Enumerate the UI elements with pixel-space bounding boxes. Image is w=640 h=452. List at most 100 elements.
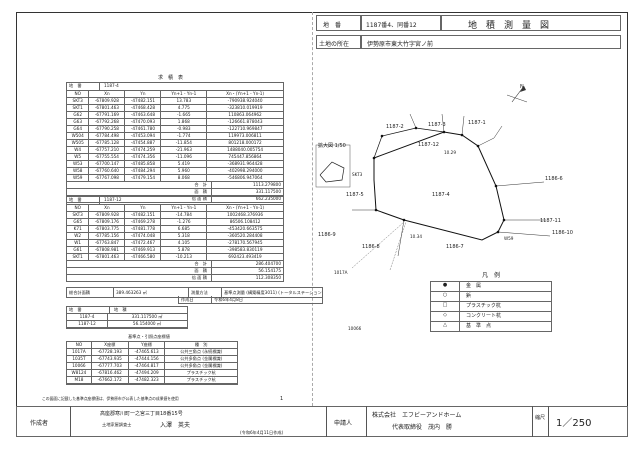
points-cell: 10066 xyxy=(67,363,92,369)
footnote: この図面に記載した基準点座標値は、伊勢原市が公表した基準点の成果値を使用 xyxy=(42,396,179,401)
area-calc-title: 求 積 表 xyxy=(158,75,184,81)
table-cell: -323810.019919 xyxy=(227,105,263,110)
footer xyxy=(16,406,628,437)
inset-box xyxy=(315,144,351,188)
north-label: N xyxy=(520,84,524,90)
table-cell: -47468.428 xyxy=(125,105,162,111)
legend-symbol-icon: ◇ xyxy=(431,312,460,321)
legend-symbol-icon: □ xyxy=(431,302,460,311)
table-cell: 5.960 xyxy=(161,168,208,174)
table-cell: -47484.294 xyxy=(125,168,162,174)
lot-summary-header-area: 地 積 xyxy=(114,307,127,312)
lot-summary-row: 1187-4 331.117500 ㎡ xyxy=(67,314,187,321)
legend-symbol-icon: ● xyxy=(431,282,460,291)
table-cell: -14.784 xyxy=(161,212,208,218)
lot-summary-area: 331.117500 ㎡ xyxy=(131,314,163,319)
table-cell: -47485.858 xyxy=(125,161,162,167)
legend-label: 金 属 xyxy=(466,283,482,289)
table-cell: SKT1 xyxy=(67,105,90,111)
points-cell: -47464.817 xyxy=(129,363,166,369)
lot-summary-header-lot: 地 番 xyxy=(67,307,110,313)
table2-double-value: 112.308350 xyxy=(255,275,281,280)
table-cell: -47453.094 xyxy=(125,133,162,139)
table-cell: 4.775 xyxy=(161,105,208,111)
distance-label: 10.34 xyxy=(410,234,422,239)
location-label-cell: 土地の所在 xyxy=(316,35,361,49)
table2-double-label: 倍 面 積 xyxy=(67,275,212,281)
distance-label: 10.29 xyxy=(444,150,456,155)
location-label: 土地の所在 xyxy=(319,41,350,48)
lot-label-1187-1: 1187-1 xyxy=(468,120,486,126)
table-cell: -67763.847 xyxy=(89,240,126,246)
points-cell: 公共三角点 (永続標識) xyxy=(180,349,223,354)
date-value: 令和6年4月8日 xyxy=(214,297,243,302)
table1-total-label: 合 計 xyxy=(67,182,212,188)
points-cell: 公共多角点 (金属標識) xyxy=(180,356,223,361)
lot-summary-area: 56.154000 ㎡ xyxy=(132,321,162,326)
lot-value-cell: 1187番4、同番12 xyxy=(361,15,441,31)
points-cell: 1017A xyxy=(67,349,92,355)
column-header: Yn xyxy=(125,205,162,211)
table-cell: G62 xyxy=(67,112,90,118)
table-cell: 86506.108412 xyxy=(229,219,261,224)
method-value: 基準点測量 (構築精度3011) (トータルステーション) xyxy=(224,290,322,295)
column-header: Xn・(Yn+1 - Yn-1) xyxy=(226,205,265,210)
table1-area-label: 面 積 xyxy=(67,189,212,195)
points-cell: 公共多角点 (金属標識) xyxy=(180,363,223,368)
points-cell: -47444.156 xyxy=(129,356,166,362)
points-cell: -47482.323 xyxy=(129,377,166,383)
table-cell: 692423.493419 xyxy=(228,254,262,259)
table2-area-label: 面 積 xyxy=(67,268,212,274)
table-cell: -47470.093 xyxy=(125,119,162,125)
legend-item: ● 金 属 xyxy=(431,282,551,292)
table-cell: -47469.913 xyxy=(125,247,162,253)
legend-item: □ プラスチック杭 xyxy=(431,302,551,312)
parcel-1187-12 xyxy=(373,127,445,159)
table-row: G64-67790.258-47461.780-0.983-122710.969… xyxy=(66,126,284,133)
legend-item: △基 準 点 xyxy=(431,322,551,331)
table-cell: -278170.567945 xyxy=(227,240,263,245)
table-cell: -67784.498 xyxy=(89,133,126,139)
table-cell: -453420.663575 xyxy=(227,226,263,231)
table2-total-label: 合 計 xyxy=(67,261,212,267)
legend-label: 鋲 xyxy=(466,293,472,299)
table1-lot-label: 地 番 xyxy=(67,83,100,90)
table-cell: -360520.284408 xyxy=(227,233,263,238)
points-column-header: Y座標 xyxy=(129,342,166,348)
table-cell: -67767.098 xyxy=(89,175,126,181)
points-column-header: NO xyxy=(67,342,92,348)
table-cell: -0.983 xyxy=(161,126,208,132)
table-cell: G64 xyxy=(67,126,90,132)
points-cell: M18 xyxy=(67,377,92,383)
table-cell: -402998.294000 xyxy=(227,168,263,173)
table-cell: -47469.278 xyxy=(125,219,162,225)
point-label-w59: W59 xyxy=(504,236,514,241)
legend-label: プラスチック杭 xyxy=(466,303,501,309)
author-label: 作成者 xyxy=(30,420,49,427)
column-header: Yn+1 - Yn-1 xyxy=(161,91,208,97)
summary-value: 389.463263 ㎡ xyxy=(114,288,189,297)
lot-label-1187-2: 1187-2 xyxy=(386,124,404,130)
table-cell: -67700.147 xyxy=(89,161,126,167)
scale-value: 1／250 xyxy=(556,418,592,429)
page-fold xyxy=(312,12,313,406)
lot-summary-lot: 1187-4 xyxy=(67,314,108,320)
table-cell: -67808.981 xyxy=(89,247,126,253)
lot-label-1186-8: 1186-8 xyxy=(362,244,380,250)
points-cell: -67728.193 xyxy=(92,349,129,355)
table-cell: W5 xyxy=(67,154,90,160)
points-cell: -67777.703 xyxy=(92,363,129,369)
points-column-header: 種 別 xyxy=(194,342,208,347)
lot-label-1186-7: 1186-7 xyxy=(446,244,464,250)
